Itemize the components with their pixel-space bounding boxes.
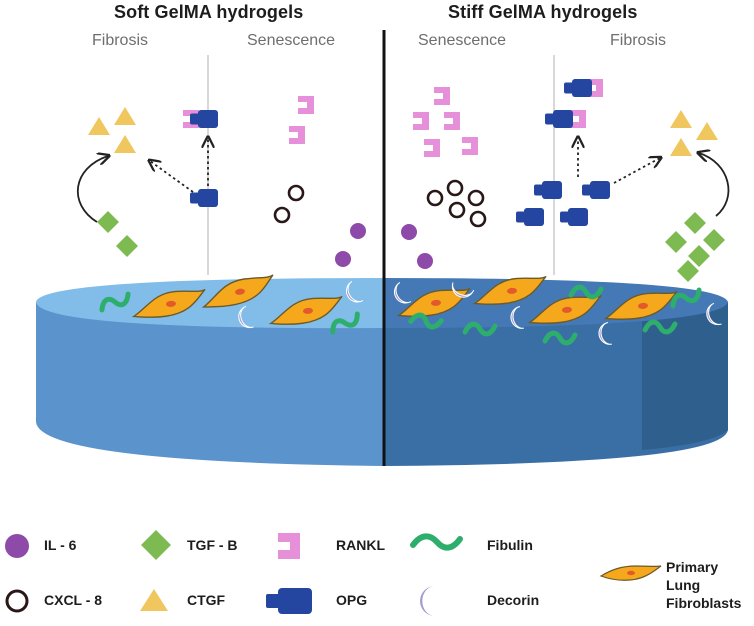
- ctgf-triangle: [114, 107, 136, 125]
- cxcl8-circle: [448, 201, 466, 219]
- tgfb-diamond: [116, 235, 138, 257]
- legend-rankl-icon: [278, 533, 300, 559]
- legend-tgfb-label: TGF - B: [187, 537, 238, 553]
- tgfb-diamond: [97, 211, 119, 233]
- legend-ctgf-icon: [140, 589, 168, 611]
- rankl-icon: [424, 139, 440, 157]
- cxcl8-circle: [287, 184, 305, 202]
- opg-icon: [560, 208, 588, 226]
- stiff-hydrogel-title: Stiff GelMA hydrogels: [448, 2, 638, 22]
- legend-rankl-label: RANKL: [336, 537, 385, 553]
- opg-icon: [582, 181, 610, 199]
- ctgf-triangle: [114, 135, 136, 153]
- soft-fibrosis-arrow: [76, 156, 108, 223]
- opg-icon: [516, 208, 544, 226]
- legend-cxcl8-icon: [5, 589, 29, 613]
- stiff-opg-arrow-right: [613, 158, 660, 184]
- tgfb-diamond: [665, 231, 687, 253]
- soft-hydrogel-title: Soft GelMA hydrogels: [114, 2, 304, 22]
- stiff-fibrosis-arrow: [699, 153, 730, 217]
- legend-tgfb-icon: [141, 530, 171, 560]
- cxcl8-circle: [467, 189, 485, 207]
- opg-icon: [534, 181, 562, 199]
- legend-decorin-label: Decorin: [487, 592, 540, 608]
- rankl-icon: [298, 96, 314, 114]
- ctgf-triangle: [696, 122, 718, 140]
- opg-icon: [190, 189, 218, 207]
- il6-circle: [335, 251, 351, 267]
- legend-decorin-icon: [420, 586, 435, 616]
- cxcl8-circle: [446, 179, 464, 197]
- stiff-fibrosis-label: Fibrosis: [610, 32, 667, 49]
- rankl-icon: [434, 87, 450, 105]
- legend-opg-icon: [266, 588, 312, 614]
- cxcl8-circle: [273, 206, 291, 224]
- stiff-senescence-label: Senescence: [418, 32, 507, 49]
- tgfb-diamond: [703, 229, 725, 251]
- rankl-icon: [444, 112, 460, 130]
- legend-fibroblast-icon: [599, 565, 662, 581]
- cxcl8-circle: [469, 210, 487, 228]
- ctgf-triangle: [88, 117, 110, 135]
- legend-opg-label: OPG: [336, 592, 368, 608]
- legend-ctgf-label: CTGF: [187, 592, 226, 608]
- opg-icon: [545, 110, 573, 128]
- il6-circle: [401, 224, 417, 240]
- ctgf-triangle: [670, 110, 692, 128]
- cxcl8-circle: [426, 189, 444, 207]
- legend-il6-icon: [5, 534, 29, 558]
- il6-circle: [350, 223, 366, 239]
- soft-opg-arrow-left: [150, 161, 194, 193]
- rankl-icon: [289, 126, 305, 144]
- rankl-icon: [462, 137, 478, 155]
- il6-circle: [417, 253, 433, 269]
- tgfb-diamond: [684, 212, 706, 234]
- legend-il6-label: IL - 6: [44, 537, 77, 553]
- legend-fibulin-icon: [410, 533, 463, 551]
- soft-senescence-label: Senescence: [247, 32, 336, 49]
- soft-fibrosis-label: Fibrosis: [92, 32, 149, 49]
- opg-icon: [564, 79, 592, 97]
- legend-fibulin-label: Fibulin: [487, 537, 533, 553]
- rankl-icon: [413, 112, 429, 130]
- legend-fibroblasts-label: Primary Lung Fibroblasts: [666, 559, 742, 611]
- legend-cxcl8-label: CXCL - 8: [44, 592, 103, 608]
- ctgf-triangle: [670, 138, 692, 156]
